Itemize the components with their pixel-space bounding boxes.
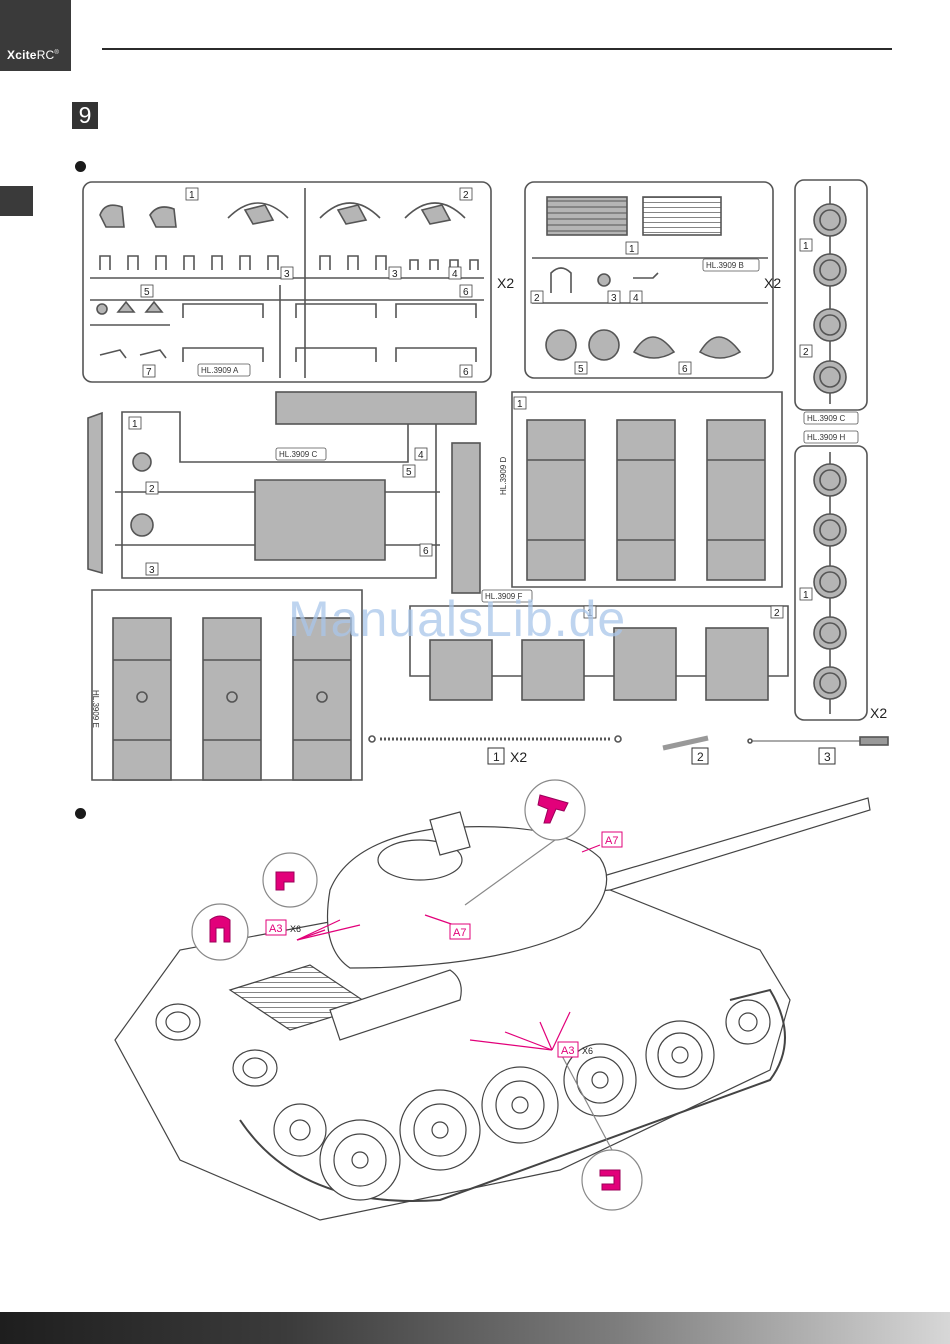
detail-circle-a3-hull: [582, 1150, 642, 1210]
sprue-e-code: HL.3909 E: [91, 690, 100, 728]
part-b1: 1: [629, 244, 635, 255]
sprue-h-code: HL.3909 H: [807, 433, 845, 442]
part-a2: 2: [463, 190, 469, 201]
sprue-h-multiplier: X2: [870, 705, 887, 721]
sprue-c-right: [795, 180, 867, 410]
callout-a7-top: A7: [605, 835, 618, 847]
part-a5: 5: [144, 287, 150, 298]
watermark: ManualsLib.de: [288, 590, 626, 648]
loose-part-1-number: 1: [493, 750, 500, 764]
loose-part-1-multiplier: X2: [510, 749, 527, 765]
part-b2: 2: [534, 293, 540, 304]
part-b6: 6: [682, 364, 688, 375]
footer-bar: [0, 1312, 950, 1344]
part-a7: 7: [146, 367, 152, 378]
loose-parts: [369, 736, 888, 748]
part-cc3: 3: [149, 565, 155, 576]
part-b4: 4: [633, 293, 639, 304]
part-a6: 6: [463, 287, 469, 298]
callout-a7-turret: A7: [453, 927, 466, 939]
part-b3: 3: [611, 293, 617, 304]
part-cc2: 2: [149, 484, 155, 495]
sprue-c-code: HL.3909 C: [807, 414, 845, 423]
part-c2: 2: [803, 347, 809, 358]
part-a3: 3: [284, 269, 290, 280]
part-a6b: 6: [463, 367, 469, 378]
loose-part-2-number: 2: [697, 750, 704, 764]
part-cc6: 6: [423, 546, 429, 557]
sprue-a-code: HL.3909 A: [201, 366, 239, 375]
part-cc5: 5: [406, 467, 412, 478]
part-cc1: 1: [132, 419, 138, 430]
sprue-b-multiplier: X2: [764, 275, 781, 291]
callout-a3-turret-qty: X6: [290, 924, 301, 934]
sprue-b: [525, 182, 773, 378]
sprue-a-multiplier: X2: [497, 275, 514, 291]
part-a1: 1: [189, 190, 195, 201]
part-a4: 4: [452, 269, 458, 280]
sprue-h: [795, 446, 867, 720]
sprue-a: [83, 182, 491, 382]
part-h1: 1: [803, 590, 809, 601]
sprue-b-code: HL.3909 B: [706, 261, 744, 270]
part-d1: 1: [517, 399, 523, 410]
callout-a3-hull-qty: X6: [582, 1046, 593, 1056]
sprue-d: [512, 392, 782, 587]
part-cc4: 4: [418, 450, 424, 461]
callout-a3-hull: A3: [561, 1045, 574, 1057]
callout-a3-turret: A3: [269, 923, 282, 935]
part-a3b: 3: [392, 269, 398, 280]
tank-assembly-drawing: [115, 798, 870, 1220]
loose-part-3-number: 3: [824, 750, 831, 764]
sprue-d-code: HL.3909 D: [499, 457, 508, 495]
sprue-cc-code: HL.3909 C: [279, 450, 317, 459]
part-f2: 2: [774, 608, 780, 619]
detail-circle-a3-rail: [192, 904, 248, 960]
part-b5: 5: [578, 364, 584, 375]
part-c1: 1: [803, 241, 809, 252]
